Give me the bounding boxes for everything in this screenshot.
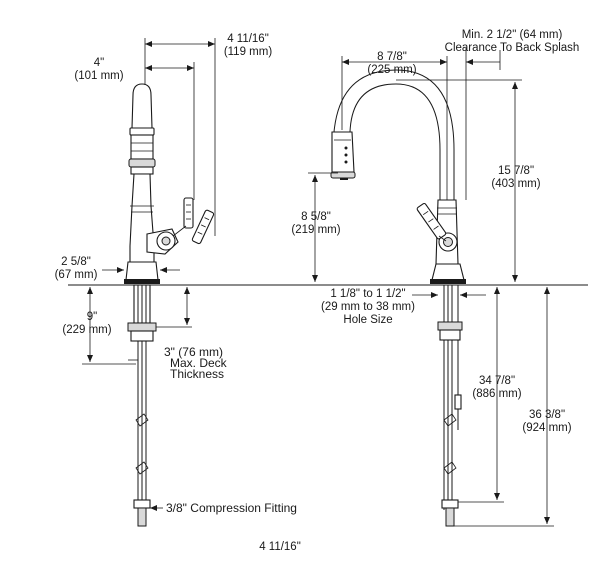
dim-spout-reach: 8 7/8" (225 mm) <box>341 51 448 200</box>
dim-hose-length-mm: (924 mm) <box>522 422 571 434</box>
bottom-caption: 4 11/16" <box>259 541 301 553</box>
dim-hose-length-in: 36 3/8" <box>529 409 565 421</box>
dim-deck-thickness-label-1: Max. Deck <box>170 356 228 370</box>
dim-overall-height: 15 7/8" (403 mm) <box>396 79 541 282</box>
dim-spout-reach-mm: (225 mm) <box>367 64 416 76</box>
dim-supply-line-length-in: 34 7/8" <box>479 375 515 387</box>
dim-side-width-total-in: 4 11/16" <box>227 33 269 45</box>
dim-hole-size-mm: (29 mm to 38 mm) <box>321 301 415 313</box>
dim-spout-reach-in: 8 7/8" <box>377 51 407 63</box>
dim-spout-clearance-height-in: 8 5/8" <box>301 211 331 223</box>
dim-below-deck-depth: 9" (229 mm) <box>62 287 136 365</box>
dim-supply-line-length-mm: (886 mm) <box>472 388 521 400</box>
side-view-faucet <box>124 83 215 527</box>
dim-side-width-total-mm: (119 mm) <box>224 46 273 58</box>
callout-compression-fitting: 3/8" Compression Fitting <box>150 501 297 515</box>
dim-side-width-spout: 4" (101 mm) <box>74 57 195 200</box>
dim-deck-thickness-label-2: Thickness <box>170 367 224 381</box>
dim-base-diameter-in: 2 5/8" <box>61 256 91 268</box>
dim-base-diameter: 2 5/8" (67 mm) <box>55 256 180 281</box>
dim-overall-height-in: 15 7/8" <box>498 165 534 177</box>
dim-side-width-spout-mm: (101 mm) <box>74 70 123 82</box>
dim-base-diameter-mm: (67 mm) <box>55 269 98 281</box>
dim-deck-thickness: 3" (76 mm) Max. Deck Thickness <box>156 287 228 381</box>
dim-hose-length: 36 3/8" (924 mm) <box>454 287 572 527</box>
dim-backsplash-clearance-label: Clearance To Back Splash <box>445 42 580 54</box>
front-view-faucet <box>330 69 466 527</box>
dim-deck-thickness-value: 3" (76 mm) <box>164 345 223 359</box>
dim-hole-size-in: 1 1/8" to 1 1/2" <box>330 288 405 300</box>
dim-side-width-spout-in: 4" <box>94 57 104 69</box>
dim-supply-line-length: 34 7/8" (886 mm) <box>458 287 522 503</box>
dim-hole-size-label: Hole Size <box>343 314 392 326</box>
compression-fitting-label: 3/8" Compression Fitting <box>166 501 297 515</box>
dim-backsplash-clearance-value: Min. 2 1/2" (64 mm) <box>462 29 563 41</box>
dim-below-deck-depth-mm: (229 mm) <box>62 324 111 336</box>
dim-backsplash-clearance: Min. 2 1/2" (64 mm) Clearance To Back Sp… <box>445 29 580 200</box>
dim-hole-size: 1 1/8" to 1 1/2" (29 mm to 38 mm) Hole S… <box>321 288 486 326</box>
dim-overall-height-mm: (403 mm) <box>491 178 540 190</box>
dim-below-deck-depth-in: 9" <box>87 311 97 323</box>
dim-spout-clearance-height-mm: (219 mm) <box>291 224 340 236</box>
dim-side-width-total: 4 11/16" (119 mm) <box>144 33 273 236</box>
dim-spout-clearance-height: 8 5/8" (219 mm) <box>291 172 341 282</box>
